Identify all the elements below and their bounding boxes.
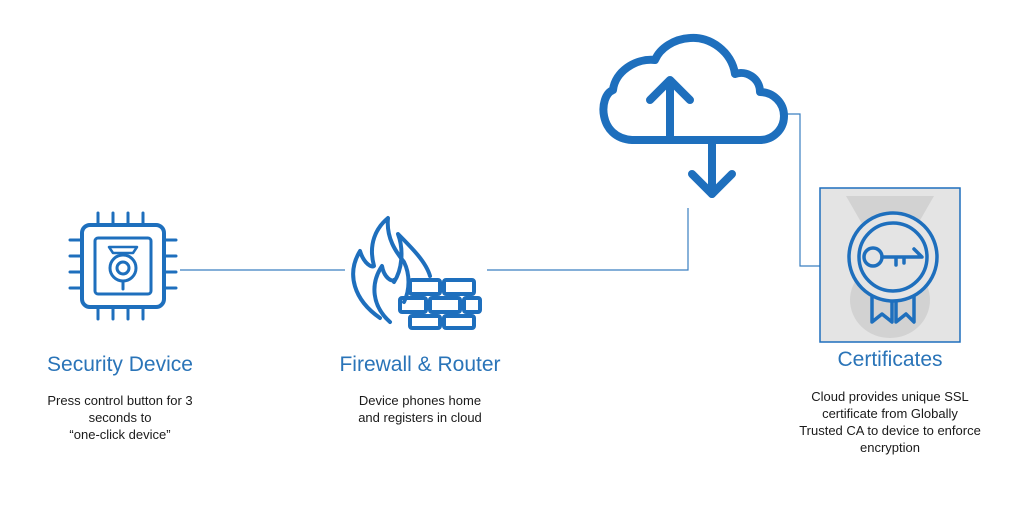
desc-line: Press control button for 3 — [47, 393, 193, 408]
desc-line: and registers in cloud — [358, 410, 482, 425]
certificate-panel — [819, 187, 961, 343]
desc-line: encryption — [860, 440, 920, 455]
cloud-upload-download-icon — [599, 33, 788, 198]
connectors — [180, 113, 820, 271]
desc-line: Device phones home — [358, 393, 482, 408]
connector-cloud-certificates — [782, 113, 820, 267]
certificate-key-badge-icon — [847, 211, 939, 324]
firewall-flame-icon — [351, 216, 482, 330]
desc-line: certificate from Globally — [822, 406, 958, 421]
desc-line: “one-click device” — [69, 427, 171, 442]
firewall-router-title: Firewall & Router — [339, 353, 501, 376]
desc-line: Cloud provides unique SSL — [811, 389, 969, 404]
connector-firewall-cloud — [487, 208, 689, 271]
desc-line: Trusted CA to device to enforce — [799, 423, 981, 438]
desc-line: seconds to — [88, 410, 152, 425]
firewall-router-description: Device phones home and registers in clou… — [320, 392, 520, 426]
certificates-description: Cloud provides unique SSL certificate fr… — [790, 388, 990, 456]
security-device-title: Security Device — [47, 353, 193, 376]
chip-camera-icon — [68, 211, 178, 321]
security-device-description: Press control button for 3 seconds to “o… — [30, 392, 210, 443]
certificates-title: Certificates — [837, 348, 943, 371]
